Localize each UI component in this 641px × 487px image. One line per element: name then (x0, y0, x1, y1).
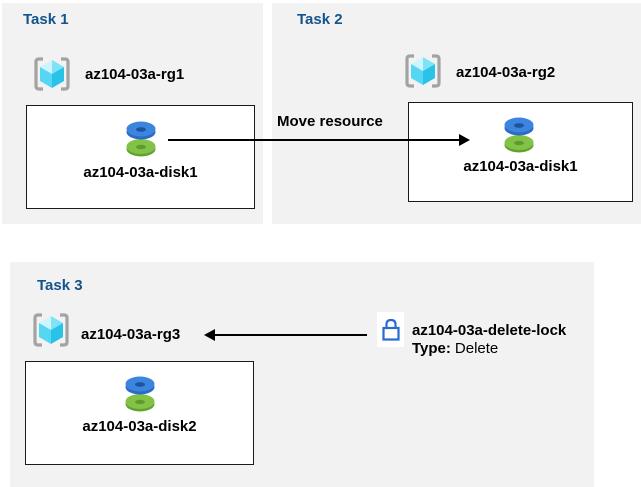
delete-lock-name: az104-03a-delete-lock (412, 322, 567, 339)
resource-group-icon (31, 310, 71, 350)
task3-resource-box: az104-03a-disk2 (25, 361, 254, 465)
lock-icon (377, 312, 404, 347)
task2-title: Task 2 (297, 11, 343, 28)
resource-group-icon (32, 54, 72, 94)
arrow-right-icon (459, 134, 470, 146)
task1-resource-box: az104-03a-disk1 (26, 105, 255, 209)
task1-resource-group-label: az104-03a-rg1 (85, 66, 185, 83)
move-resource-arrow-line (168, 139, 461, 141)
task1-title: Task 1 (23, 11, 69, 28)
task3-resource-group-label: az104-03a-rg3 (81, 326, 181, 343)
disk-icon (501, 114, 537, 156)
arrow-left-icon (204, 329, 215, 341)
delete-lock-type: Type:Delete (412, 340, 498, 357)
task2-resource-box: az104-03a-disk1 (408, 102, 633, 202)
move-resource-label: Move resource (277, 113, 383, 130)
resource-group-icon (403, 51, 443, 91)
task3-title: Task 3 (37, 277, 83, 294)
disk-icon (123, 118, 159, 160)
task3-panel: Task 3 az104-03a-rg3 az104-03a-disk2 (10, 262, 594, 487)
task2-resource-group-label: az104-03a-rg2 (456, 64, 556, 81)
lock-arrow-line (210, 334, 367, 336)
task2-disk-label: az104-03a-disk1 (463, 158, 578, 175)
task1-disk-label: az104-03a-disk1 (83, 164, 198, 181)
task1-panel: Task 1 az104-03a-rg1 az104-03a-disk1 (2, 3, 263, 224)
task3-disk-label: az104-03a-disk2 (82, 418, 197, 435)
task2-panel: Task 2 az104-03a-rg2 az104-03a-disk1 (272, 3, 641, 224)
lock-type-value: Delete (454, 340, 499, 357)
lock-type-label: Type: (412, 340, 451, 357)
disk-icon (122, 373, 158, 415)
